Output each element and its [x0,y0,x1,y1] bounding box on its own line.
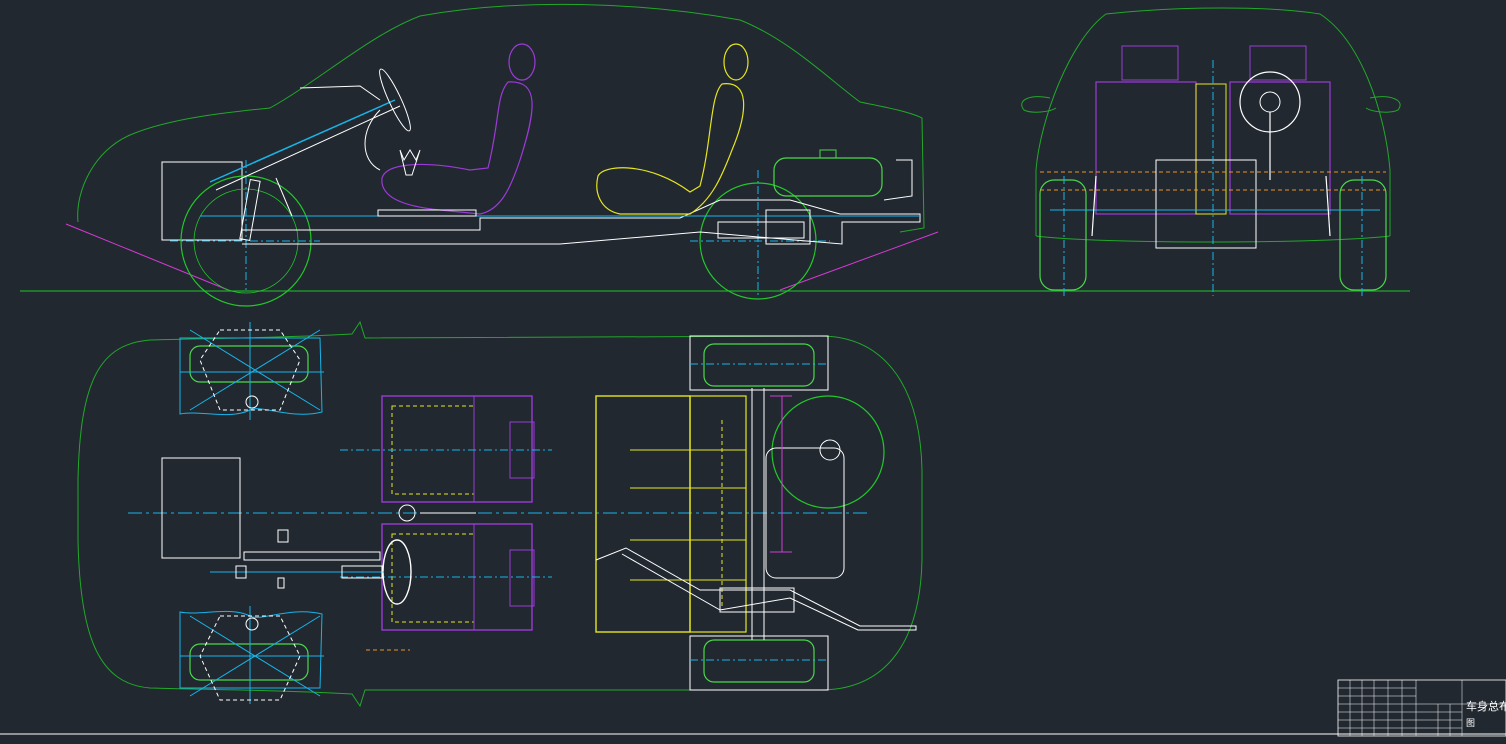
top-view [77,320,923,708]
title-block-title: 车身总布 [1466,699,1506,713]
fuel-tank-top [765,447,845,579]
frame-rail-side [242,199,921,245]
side-view [20,3,1410,307]
left-mirror [1021,96,1057,113]
body-side-outline [77,3,925,233]
steering-wheel-side [379,68,411,132]
title-block-subtitle: 图 [1466,718,1475,729]
front-left-wheel-top [179,322,324,420]
rear-bench-seat-top [595,395,747,633]
rear-seat-side [596,43,749,215]
rear-headrest-side [723,43,749,81]
title-block: 车身总布 图 [0,679,1506,737]
rear-axle-box [765,209,811,245]
front-seat-side [377,43,536,217]
front-right-seat-top [340,523,552,631]
engine-block-side [161,161,243,241]
departure-angle-line [779,231,939,291]
front-headrest-side [508,43,536,81]
engine-block-front [1155,159,1257,249]
engine-block-top [161,457,241,559]
front-right-wheel-top [179,606,324,704]
rear-left-wheel-top [689,335,829,391]
approach-angle-line [65,223,229,291]
body-top-outline [77,320,923,708]
spare-tire-top [771,395,885,509]
exhaust-pipe-top [595,547,917,631]
spare-tire-side [773,157,883,197]
right-wheel-front-view [1339,179,1387,291]
body-front-outline [1035,7,1391,236]
right-seat-front-view [1229,81,1331,215]
gear-shift-top [398,504,416,522]
front-left-seat-top [340,395,552,503]
rear-right-wheel-top [689,635,829,691]
steering-column-side [209,99,396,183]
front-view [1021,7,1401,296]
right-mirror [1365,96,1401,113]
left-wheel-front-view [1039,179,1087,291]
left-seat-front-view [1095,81,1197,215]
steering-wheel-top [382,539,412,605]
center-console-front [1195,83,1227,215]
